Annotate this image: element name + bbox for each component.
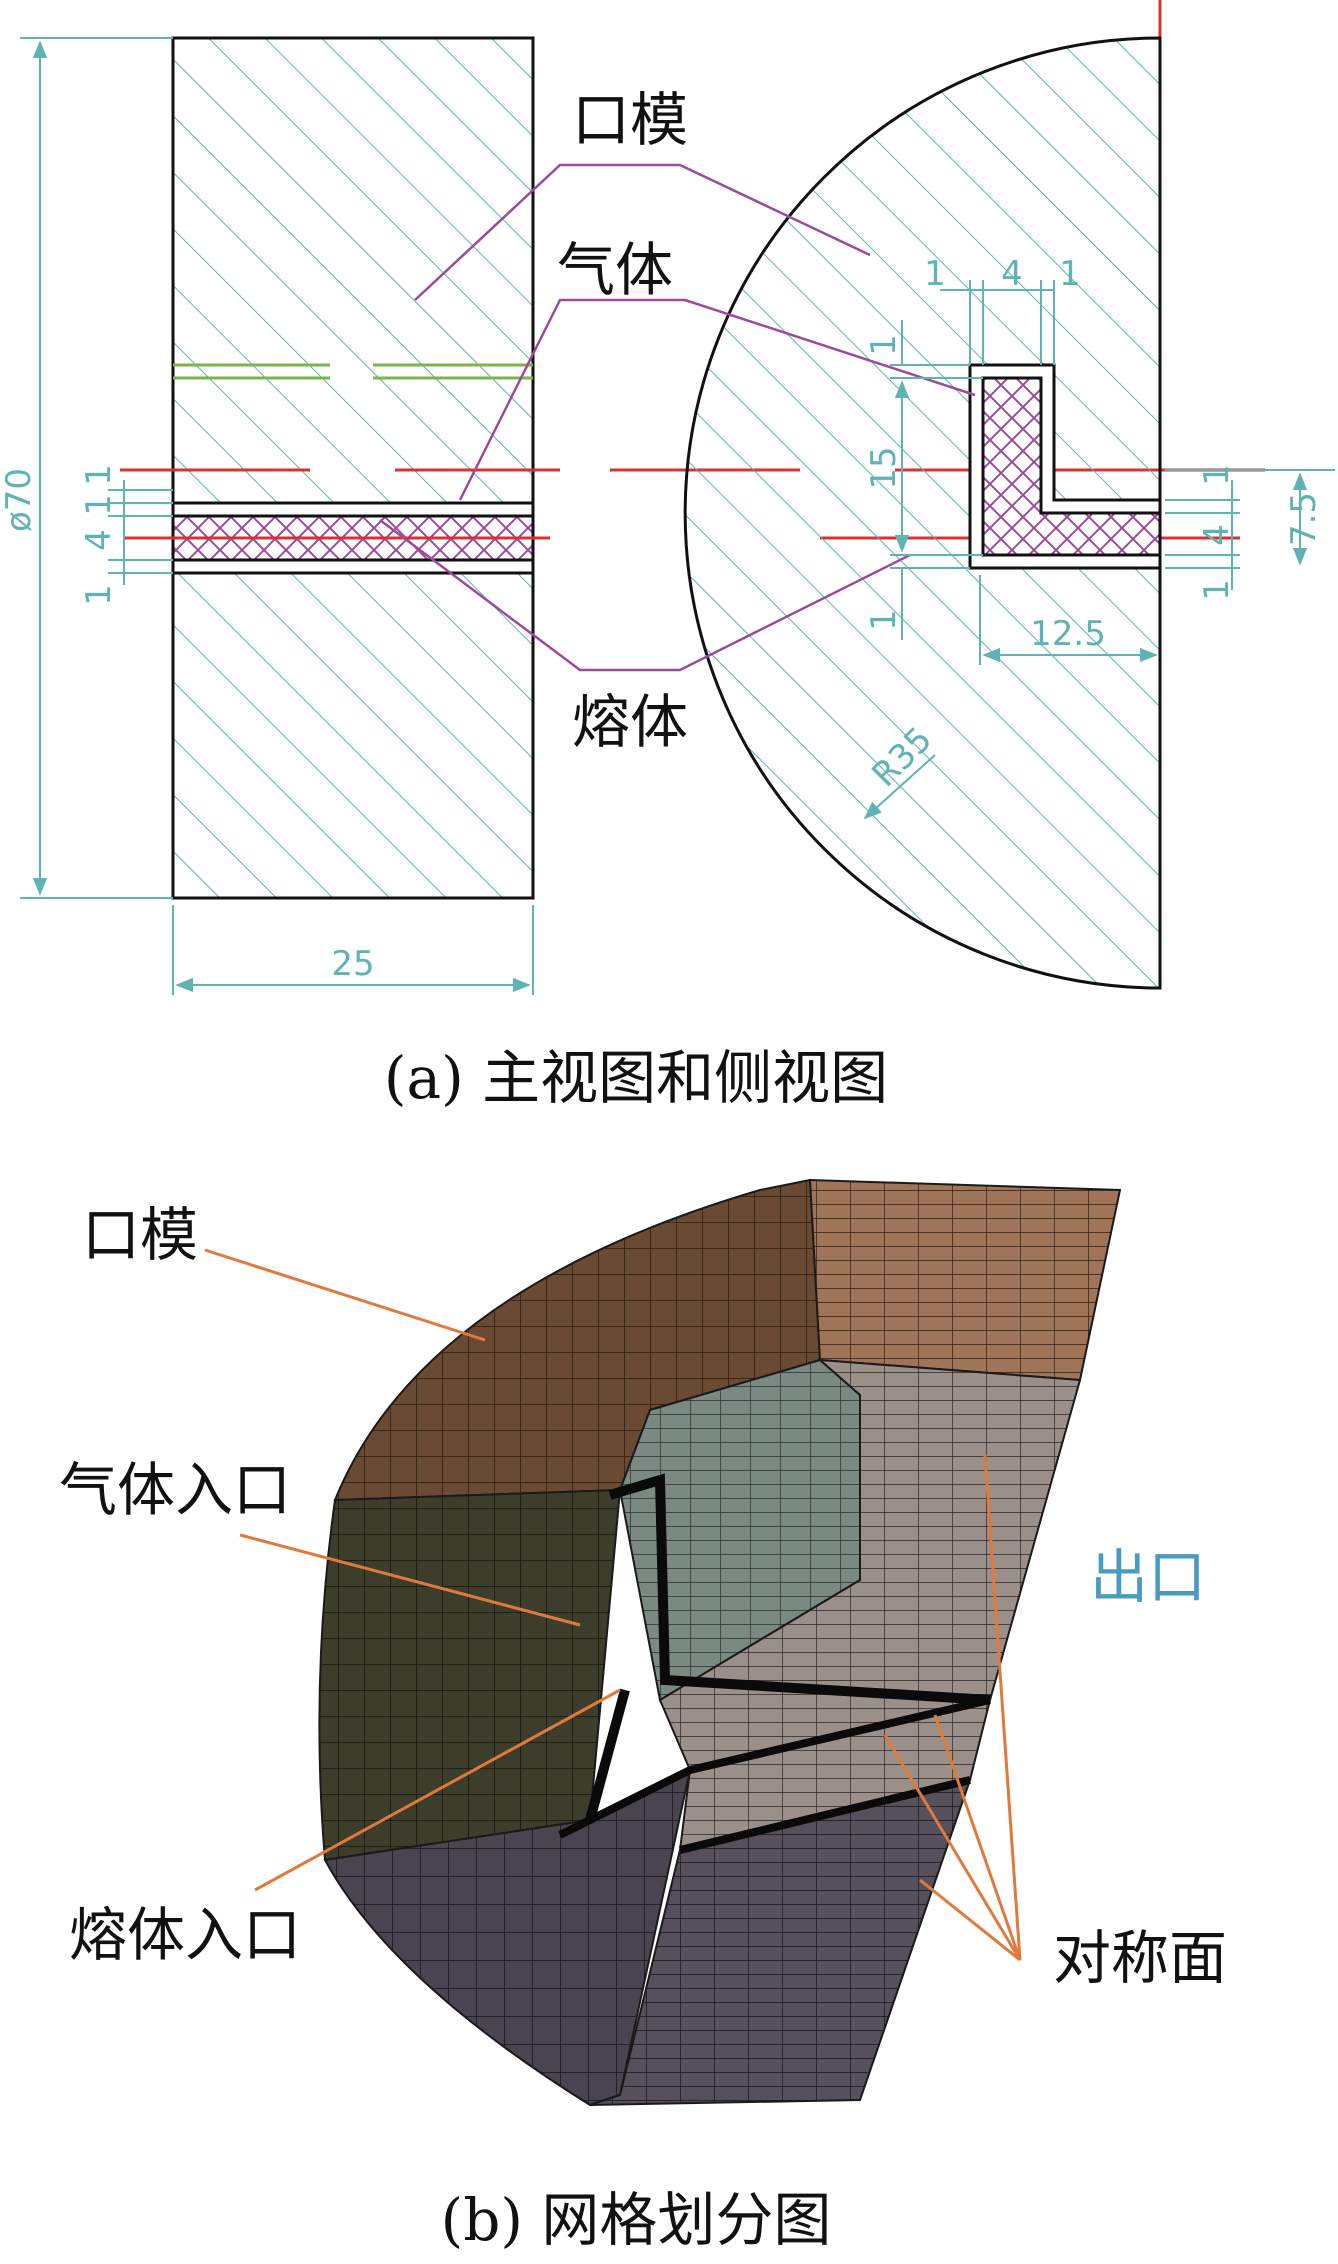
front-view-upper-die [171,36,535,505]
label-gas-a: 气体 [557,236,673,304]
caption-a: (a) 主视图和侧视图 [384,1044,888,1112]
leader-lines-b [204,1248,1022,1962]
dim-height-7-5: 7.5 [1284,492,1324,546]
mesh-gas-region [318,1488,622,1862]
dim-vert-1-top: 1 [864,334,904,356]
front-view-gas-gap-top [171,501,535,518]
dim-vert-15: 15 [864,446,904,489]
dim-left-1c: 1 [79,584,119,606]
label-symmetry: 对称面 [1053,1924,1227,1992]
caption-b: (b) 网格划分图 [441,2186,832,2254]
dim-vert-1-bot: 1 [864,609,904,631]
dim-len-12-5: 12.5 [1030,614,1106,654]
dim-width: 25 [331,944,374,984]
label-outlet: 出口 [1090,1543,1206,1611]
front-view-lower-die [171,571,535,900]
dim-top-4: 4 [1001,254,1023,294]
front-view-gas-gap-bottom [171,558,535,575]
mesh-symmetry-upper [808,1178,1122,1382]
mesh-gas-channel-outline [585,1473,991,1822]
dimensions-a [20,37,1335,995]
front-view [171,36,535,900]
dim-right-1a: 1 [1197,464,1237,486]
leader-lines-a [379,163,976,672]
label-die-a: 口模 [572,86,688,154]
dim-top-1a: 1 [924,254,946,294]
label-gas-inlet: 气体入口 [59,1456,291,1524]
dim-right-4: 4 [1197,524,1237,546]
mesh-model [318,1178,1122,2107]
dim-left-4: 4 [79,529,119,551]
dim-left-1b: 1 [79,464,119,486]
dim-left-1a: 1 [79,494,119,516]
dim-top-1b: 1 [1059,254,1081,294]
dim-diameter: ø70 [0,468,39,532]
mesh-die-region [333,1178,822,1502]
dim-right-1b: 1 [1197,579,1237,601]
side-view-die [683,36,1162,990]
mesh-symmetry-middle [658,1358,1082,1772]
label-melt-a: 熔体 [572,688,688,756]
side-view [683,36,1162,990]
label-melt-inlet: 熔体入口 [69,1901,301,1969]
label-die-b: 口模 [82,1201,198,1269]
mesh-melt-channel-outline [558,1696,991,1854]
